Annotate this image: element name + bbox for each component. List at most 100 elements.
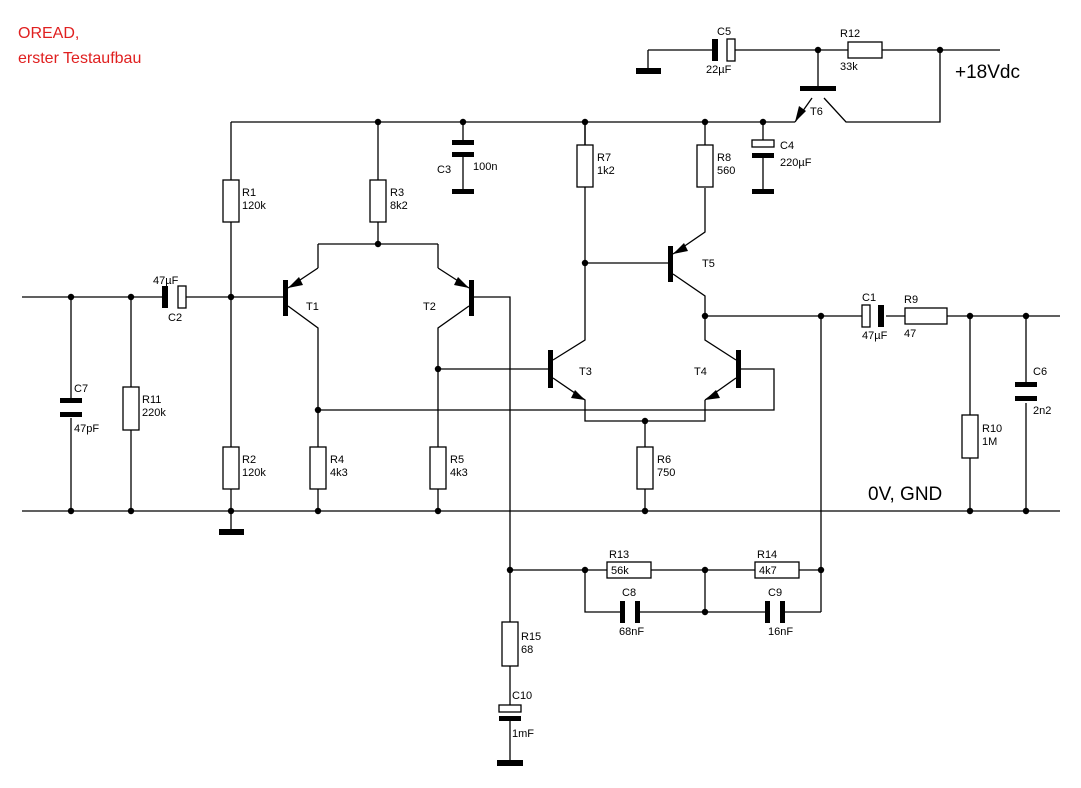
t4-emitter-arrow xyxy=(705,390,720,400)
r8-body xyxy=(696,144,714,188)
c3-ref: C3 xyxy=(437,164,451,176)
r1-ref: R1 xyxy=(242,187,256,199)
r4-ref: R4 xyxy=(330,454,344,466)
r7-value: 1k2 xyxy=(597,165,615,177)
c6-plate-bottom xyxy=(1015,396,1037,401)
r3-value: 8k2 xyxy=(390,200,408,212)
capacitor-bodies xyxy=(60,38,1037,721)
resistor-bodies xyxy=(122,41,979,667)
c3-value: 100n xyxy=(473,161,497,173)
supply-label: +18Vdc xyxy=(955,62,1020,83)
c10-ref: C10 xyxy=(512,690,532,702)
c5-plate xyxy=(712,39,718,61)
t3-label: T3 xyxy=(579,366,592,378)
r3-ref: R3 xyxy=(390,187,404,199)
transistor-bodies xyxy=(283,86,836,400)
ground-symbol-5 xyxy=(497,760,523,766)
r10-ref: R10 xyxy=(982,423,1002,435)
c9-plate-right xyxy=(780,601,785,623)
t6-label: T6 xyxy=(810,106,823,118)
ground-symbol-4 xyxy=(752,189,774,194)
c5-ref: C5 xyxy=(717,26,731,38)
ground-symbol-2 xyxy=(636,68,661,74)
r15-value: 68 xyxy=(521,644,533,656)
t5-label: T5 xyxy=(702,258,715,270)
r3-body xyxy=(369,179,387,223)
c9-ref: C9 xyxy=(768,587,782,599)
r9-ref: R9 xyxy=(904,294,918,306)
c5-value: 22µF xyxy=(706,64,732,76)
c9-value: 16nF xyxy=(768,626,793,638)
r10-value: 1M xyxy=(982,436,997,448)
r2-value: 120k xyxy=(242,467,266,479)
t2-base-bar xyxy=(469,280,474,316)
r6-value: 750 xyxy=(657,467,675,479)
c4-value: 220µF xyxy=(780,157,812,169)
r11-ref: R11 xyxy=(142,394,161,406)
c2-plate xyxy=(162,286,168,308)
c10-value: 1mF xyxy=(512,728,534,740)
r9-body xyxy=(904,307,948,325)
wires xyxy=(22,49,1060,760)
r8-value: 560 xyxy=(717,165,735,177)
r4-body xyxy=(309,446,327,490)
c8-plate-right xyxy=(635,601,640,623)
r5-value: 4k3 xyxy=(450,467,468,479)
title-line-2: erster Testaufbau xyxy=(18,50,141,67)
r1-body xyxy=(222,179,240,223)
c10-plate xyxy=(499,716,521,721)
c8-plate-left xyxy=(620,601,625,623)
c1-value: 47µF xyxy=(862,330,888,342)
t4-label: T4 xyxy=(694,366,707,378)
r4-value: 4k3 xyxy=(330,467,348,479)
c4-plate-open xyxy=(751,139,775,148)
r14-ref: R14 xyxy=(757,549,777,561)
t2-emitter-arrow xyxy=(454,277,469,288)
c7-value: 47pF xyxy=(74,423,99,435)
c1-plate-open xyxy=(861,304,871,328)
r5-body xyxy=(429,446,447,490)
r6-ref: R6 xyxy=(657,454,671,466)
r1-value: 120k xyxy=(242,200,266,212)
c2-ref: C2 xyxy=(168,312,182,324)
c1-ref: C1 xyxy=(862,292,876,304)
t3-emitter-arrow xyxy=(571,390,585,400)
r13-body xyxy=(606,561,652,579)
r7-body xyxy=(576,144,594,188)
c2-plate-open xyxy=(177,285,187,309)
t1-emitter-arrow xyxy=(288,277,303,288)
c2-value: 47µF xyxy=(153,275,179,287)
r13-value: 56k xyxy=(611,565,629,577)
c6-value: 2n2 xyxy=(1033,405,1051,417)
r12-body xyxy=(847,41,883,59)
t5-base-bar xyxy=(668,246,673,282)
r15-body xyxy=(501,621,519,667)
t5-emitter-arrow xyxy=(673,243,688,254)
c4-ref: C4 xyxy=(780,140,794,152)
c4-plate xyxy=(752,153,774,158)
r2-ref: R2 xyxy=(242,454,256,466)
r11-body xyxy=(122,386,140,431)
r2-body xyxy=(222,446,240,490)
r7-ref: R7 xyxy=(597,152,611,164)
r12-value: 33k xyxy=(840,61,858,73)
r11-value: 220k xyxy=(142,407,166,419)
c1-plate xyxy=(878,305,884,327)
r8-ref: R8 xyxy=(717,152,731,164)
t1-label: T1 xyxy=(306,301,319,313)
r15-ref: R15 xyxy=(521,631,541,643)
t6-emitter-arrow xyxy=(795,106,806,122)
t6-base-bar xyxy=(800,86,836,91)
t3-base-bar xyxy=(548,350,553,388)
r9-value: 47 xyxy=(904,328,916,340)
c6-ref: C6 xyxy=(1033,366,1047,378)
title-line-1: OREAD, xyxy=(18,25,79,42)
c5-plate-open xyxy=(726,38,736,62)
t2-label: T2 xyxy=(423,301,436,313)
c7-plate-bottom xyxy=(60,412,82,417)
r6-body xyxy=(636,446,654,490)
t4-base-bar xyxy=(736,350,741,388)
c8-ref: C8 xyxy=(622,587,636,599)
ground-symbol-3 xyxy=(452,189,474,194)
